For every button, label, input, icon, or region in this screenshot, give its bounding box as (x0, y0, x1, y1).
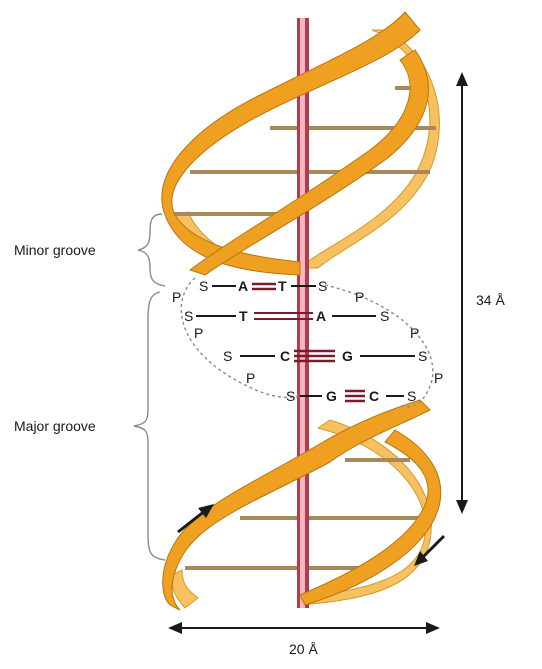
sugar-label: S (184, 308, 193, 324)
phosphate-label: P (410, 325, 419, 341)
pitch-dimension: 34 Å (456, 72, 505, 514)
phosphate-label: P (434, 370, 443, 386)
sugar-label: S (418, 348, 427, 364)
arrow-left-icon (168, 622, 182, 634)
width-label: 20 Å (289, 641, 318, 657)
major-groove-label: Major groove (14, 418, 96, 434)
base-label: C (369, 388, 379, 404)
phosphate-label: P (246, 370, 255, 386)
back-strand-upper (298, 29, 440, 269)
backbone-letters: S P S P S P S P S P S P S S (172, 278, 443, 404)
sugar-label: S (286, 388, 295, 404)
front-strand-lower-twist (299, 429, 442, 606)
phosphate-label: P (172, 289, 181, 305)
pitch-label: 34 Å (476, 292, 505, 308)
arrow-right-icon (426, 622, 440, 634)
unwound-outline (180, 277, 434, 408)
arrow-down-left-icon (414, 551, 428, 566)
front-strand (161, 11, 442, 611)
base-label: T (278, 278, 287, 294)
minor-groove-bracket (137, 213, 166, 287)
arrow-down-icon (456, 500, 468, 514)
arrow-up-icon (456, 72, 468, 86)
phosphate-label: P (194, 325, 203, 341)
sugar-label: S (223, 348, 232, 364)
minor-groove-label: Minor groove (14, 242, 96, 258)
direction-arrow-up (177, 508, 207, 534)
sugar-label: S (199, 278, 208, 294)
strand-direction-arrows (177, 504, 446, 566)
front-strand-upper-twist (188, 49, 429, 276)
base-label: A (238, 278, 248, 294)
outline-right (324, 284, 434, 408)
front-strand-lower (162, 399, 431, 611)
sugar-label: S (318, 278, 327, 294)
base-label: A (316, 308, 326, 324)
front-strand-upper (161, 11, 421, 276)
base-label: C (280, 348, 290, 364)
phosphate-label: P (355, 289, 364, 305)
direction-arrow-down (420, 534, 446, 560)
outline-left (180, 277, 301, 399)
base-label: T (239, 308, 248, 324)
back-strand-lower-left (171, 569, 199, 609)
base-letters: A T T A C G G C (238, 278, 379, 404)
groove-brackets (133, 213, 166, 561)
width-dimension: 20 Å (168, 622, 440, 657)
base-label: G (326, 388, 337, 404)
major-groove-bracket (133, 291, 166, 561)
arrow-up-right-icon (198, 504, 214, 518)
sugar-label: S (407, 388, 416, 404)
base-pair-bonds (196, 282, 415, 403)
sugar-label: S (380, 308, 389, 324)
base-label: G (342, 348, 353, 364)
